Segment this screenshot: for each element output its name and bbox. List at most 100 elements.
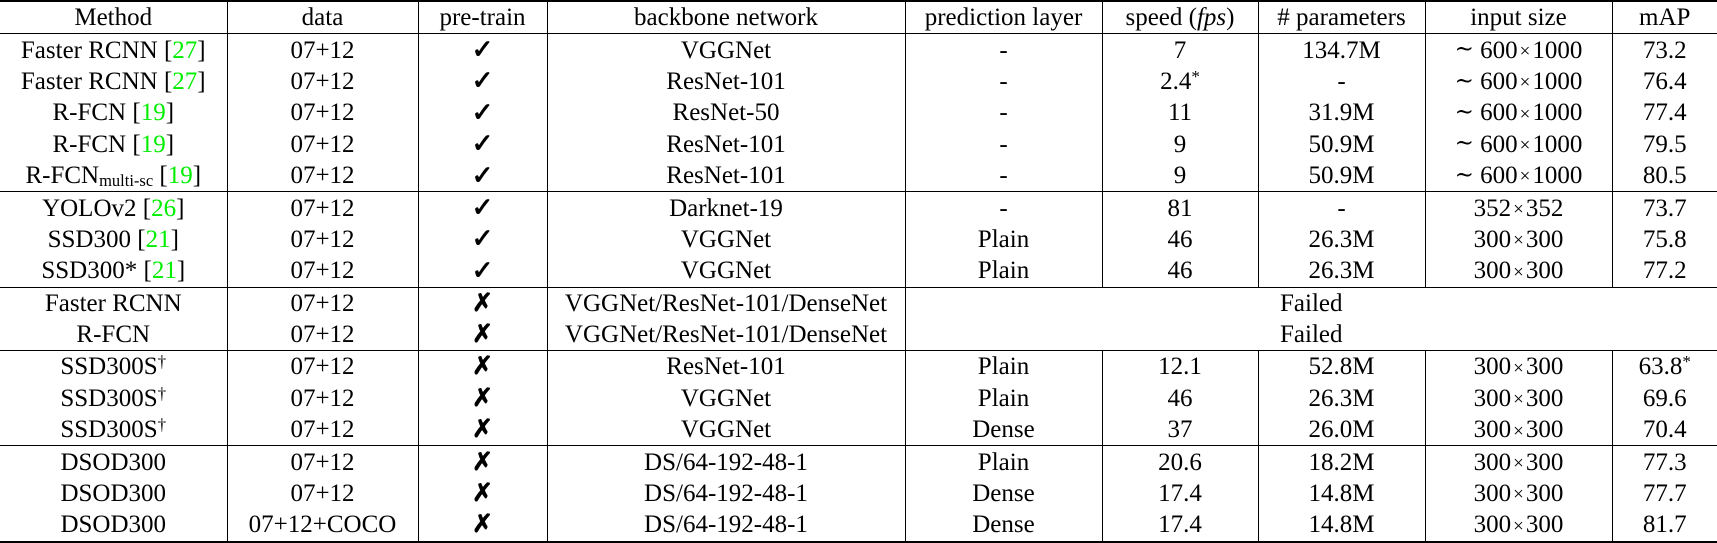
cell-parameters: 134.7M: [1257, 33, 1425, 66]
speed-value-asterisk: *: [1191, 66, 1200, 86]
input-width: 300: [1473, 353, 1512, 381]
method-name: SSD300: [47, 225, 131, 253]
parameters-value: -: [1337, 194, 1346, 222]
input-height: 300: [1525, 384, 1564, 412]
cell-parameters: 26.3M: [1257, 382, 1425, 415]
times-icon: ×: [1519, 135, 1531, 156]
citation-ref[interactable]: [19]: [132, 130, 175, 158]
input-width: 600: [1480, 130, 1518, 158]
cell-backbone: VGGNet: [546, 255, 905, 288]
cell-backbone: ResNet-101: [546, 65, 905, 98]
cell-pretrain: ✓: [417, 255, 547, 288]
citation-ref[interactable]: [19]: [159, 162, 202, 190]
times-icon: ×: [1513, 230, 1524, 252]
cell-map: 75.8: [1611, 223, 1717, 256]
prediction-value: Dense: [972, 416, 1035, 444]
cell-method: SSD300* [21]: [0, 255, 227, 287]
backbone-value: DS/64-192-48-1: [644, 511, 808, 539]
data-value: 07+12: [290, 67, 355, 95]
times-icon: ×: [1513, 452, 1524, 474]
input-height: 352: [1525, 194, 1564, 222]
input-width: 600: [1480, 36, 1518, 64]
citation-ref[interactable]: [27]: [163, 36, 206, 64]
cell-backbone: VGGNet: [546, 414, 905, 446]
cell-input-size: ∼ 600×1000: [1424, 65, 1612, 98]
cell-map: 81.7: [1611, 509, 1717, 543]
citation-ref[interactable]: [19]: [132, 99, 175, 127]
parameters-value: 14.8M: [1308, 480, 1375, 508]
citation-ref[interactable]: [26]: [142, 194, 185, 222]
input-height: 1000: [1532, 130, 1583, 158]
backbone-value: ResNet-101: [666, 353, 786, 381]
times-icon: ×: [1519, 72, 1531, 94]
citation-ref[interactable]: [21]: [137, 225, 179, 253]
times-icon: ×: [1513, 198, 1524, 220]
times-icon: ×: [1513, 484, 1524, 506]
cell-map: 77.4: [1611, 97, 1717, 129]
parameters-value: 26.3M: [1308, 257, 1375, 285]
approx-icon: ∼: [1454, 67, 1474, 93]
cell-map: 76.4: [1611, 65, 1717, 98]
input-height: 1000: [1532, 67, 1583, 95]
cell-parameters: 26.0M: [1257, 414, 1425, 446]
cross-icon: ✗: [472, 384, 493, 412]
cell-speed: 17.4: [1101, 477, 1258, 510]
parameters-value: 26.3M: [1308, 384, 1375, 412]
data-value: 07+12: [290, 162, 355, 190]
column-header-params: # parameters: [1257, 0, 1425, 35]
prediction-value: -: [999, 162, 1008, 190]
cell-method: DSOD300: [0, 509, 227, 543]
cell-pretrain: ✓: [417, 33, 547, 66]
map-value: 80.5: [1642, 162, 1687, 190]
cell-pretrain: ✓: [417, 128, 547, 160]
cell-data: 07+12: [226, 65, 418, 98]
cell-backbone: ResNet-101: [546, 128, 905, 160]
speed-value: 17.4: [1158, 480, 1202, 508]
cell-pretrain: ✗: [417, 286, 547, 319]
backbone-value: VGGNet/ResNet-101/DenseNet: [564, 321, 888, 349]
method-name: YOLOv2: [42, 194, 137, 222]
times-icon: ×: [1513, 389, 1524, 411]
data-value: 07+12: [290, 416, 355, 444]
data-value: 07+12: [290, 384, 355, 412]
cell-backbone: Darknet-19: [546, 191, 905, 224]
method-name: R-FCN: [76, 321, 151, 349]
method-name: SSD300*: [41, 257, 138, 285]
cell-speed: 9: [1101, 128, 1258, 160]
speed-value: 9: [1173, 162, 1187, 190]
column-header-label: speed (fps): [1125, 4, 1235, 32]
backbone-value: VGGNet: [680, 416, 772, 444]
cell-input-size: 300×300: [1424, 382, 1612, 415]
cell-data: 07+12: [226, 159, 418, 192]
approx-icon: ∼: [1454, 161, 1474, 187]
prediction-value: Plain: [977, 448, 1030, 476]
method-dagger: †: [157, 352, 167, 372]
cell-map: 77.3: [1611, 445, 1717, 478]
cell-map: 63.8*: [1611, 350, 1717, 383]
cell-pretrain: ✓: [417, 97, 547, 129]
cell-prediction-layer: -: [904, 191, 1102, 224]
cell-data: 07+12: [226, 414, 418, 446]
cell-parameters: -: [1257, 191, 1425, 224]
column-header-label: backbone network: [634, 4, 818, 32]
cell-backbone: ResNet-101: [546, 159, 905, 192]
cell-method: SSD300S†: [0, 350, 227, 383]
cell-input-size: 300×300: [1424, 477, 1612, 510]
data-value: 07+12: [290, 257, 355, 285]
cell-data: 07+12: [226, 223, 418, 256]
cell-failed-span: Failed: [904, 318, 1717, 351]
cell-data: 07+12: [226, 477, 418, 510]
cell-speed: 11: [1101, 97, 1258, 129]
input-width: 600: [1480, 67, 1518, 95]
citation-ref[interactable]: [27]: [163, 67, 206, 95]
parameters-value: 50.9M: [1308, 162, 1375, 190]
method-name: SSD300S: [60, 416, 158, 444]
method-subscript: multi-sc: [99, 170, 154, 190]
cell-data: 07+12: [226, 97, 418, 129]
citation-ref[interactable]: [21]: [143, 257, 186, 285]
prediction-value: -: [999, 194, 1008, 222]
cell-input-size: 352×352: [1424, 191, 1612, 224]
